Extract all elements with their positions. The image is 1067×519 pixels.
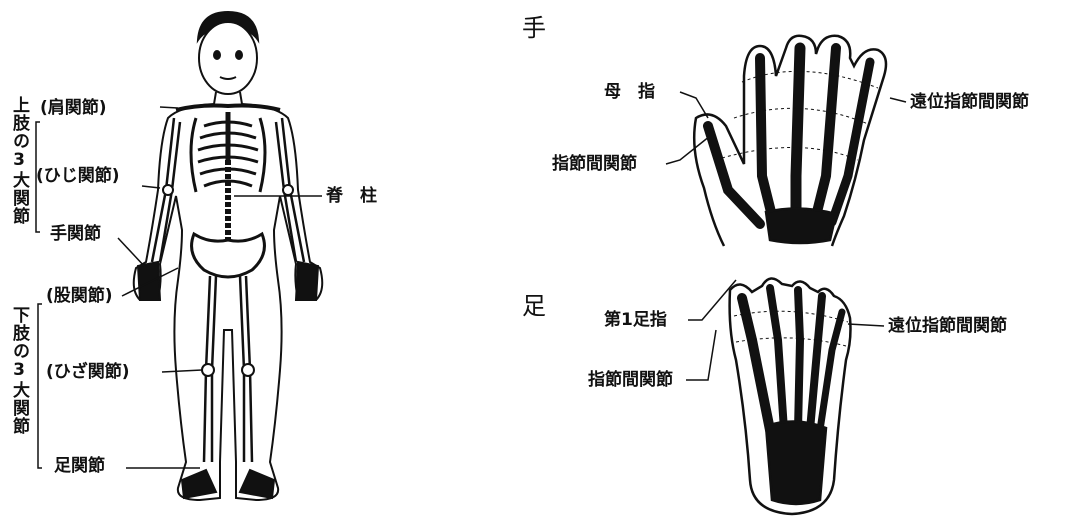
- knee-joint-label: (ひざ関節): [46, 364, 130, 381]
- hip-joint-label: (股関節): [46, 288, 113, 305]
- hand-title: 手: [522, 8, 546, 43]
- foot-interphalangeal-label: 指節間関節: [588, 372, 673, 389]
- right-foot: [240, 470, 274, 498]
- hand-distal-joint-label: 遠位指節間関節: [910, 94, 1029, 111]
- ankle-joint-label: 足関節: [54, 458, 105, 475]
- shoulder-joint-label: (肩関節): [40, 100, 107, 117]
- big-toe-label: 第1足指: [604, 312, 667, 329]
- hand-drawing: [694, 36, 886, 246]
- elbow-joint-label: (ひじ関節): [36, 168, 120, 185]
- foot-leaders: [686, 280, 884, 380]
- pelvis: [192, 234, 265, 277]
- spine-label: 脊 柱: [326, 188, 377, 205]
- upper-limb-group-label: 上肢の3大関節: [9, 96, 27, 225]
- head: [199, 22, 257, 94]
- human-figure: [134, 12, 323, 500]
- right-hand: [296, 262, 318, 300]
- left-hand: [138, 262, 160, 300]
- wrist-joint-label: 手関節: [50, 226, 101, 243]
- thumb-label: 母 指: [604, 84, 655, 101]
- lower-limb-group-text: 下肢の3大関節: [9, 306, 28, 435]
- left-foot: [182, 470, 216, 498]
- foot-distal-joint-label: 遠位指節間関節: [888, 318, 1007, 335]
- foot-title: 足: [522, 286, 546, 321]
- hand-leaders: [666, 92, 906, 164]
- foot-drawing: [730, 278, 851, 514]
- hand-interphalangeal-label: 指節間関節: [552, 156, 637, 173]
- lower-limb-group-label: 下肢の3大関節: [9, 306, 27, 435]
- upper-limb-group-text: 上肢の3大関節: [9, 96, 28, 225]
